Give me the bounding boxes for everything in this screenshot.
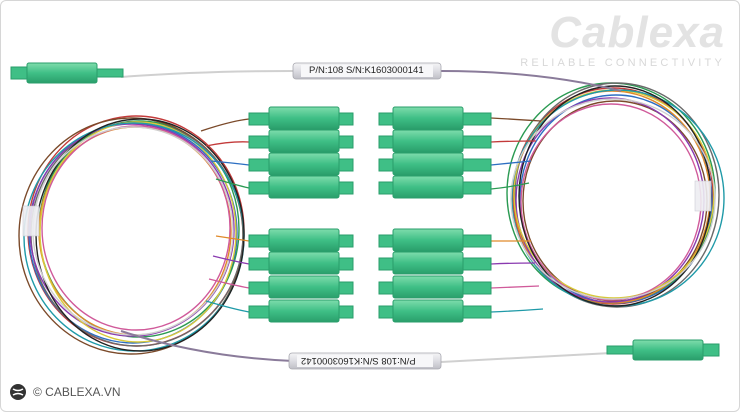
brand-watermark: Cablexa RELIABLE CONNECTIVITY [520, 8, 725, 70]
sc-connector [378, 251, 492, 275]
input-fiber-bottom [440, 352, 612, 363]
left-fanout-fibers [200, 118, 250, 313]
right-connector-bank [378, 106, 492, 323]
top-splitter-tube [292, 62, 442, 80]
sc-connector [378, 299, 492, 323]
sc-connector [248, 299, 354, 323]
sc-connector [248, 275, 354, 299]
right-fanout-fibers [490, 117, 544, 313]
sc-connector [378, 228, 492, 252]
left-fiber-coil [18, 115, 245, 355]
sc-connector [248, 152, 354, 176]
sc-connector [378, 152, 492, 176]
top-splitter-label: P/N:108 S/N:K1603000141 [309, 65, 424, 76]
sc-connector [378, 275, 492, 299]
bottom-splitter-label: P/N:108 S/N:K1603000142 [301, 355, 416, 366]
brand-name: Cablexa [549, 8, 725, 57]
input-connector-top [10, 62, 124, 84]
brand-tagline: RELIABLE CONNECTIVITY [520, 57, 725, 69]
sc-connector [248, 175, 354, 199]
sc-connector [378, 129, 492, 153]
bottom-splitter-tube [288, 352, 442, 370]
sc-connector [378, 175, 492, 199]
sc-connector [248, 129, 354, 153]
copyright-text: © CABLEXA.VN [33, 385, 121, 399]
right-fiber-coil [506, 82, 725, 308]
input-connector-bottom [606, 339, 720, 361]
cablexa-logo-icon [10, 384, 26, 400]
sc-connector [378, 106, 492, 130]
sc-connector [248, 251, 354, 275]
input-fiber-top [120, 70, 294, 78]
sc-connector [248, 106, 354, 130]
copyright-footer: © CABLEXA.VN [9, 383, 121, 401]
left-connector-bank [248, 106, 354, 323]
sc-connector [248, 228, 354, 252]
